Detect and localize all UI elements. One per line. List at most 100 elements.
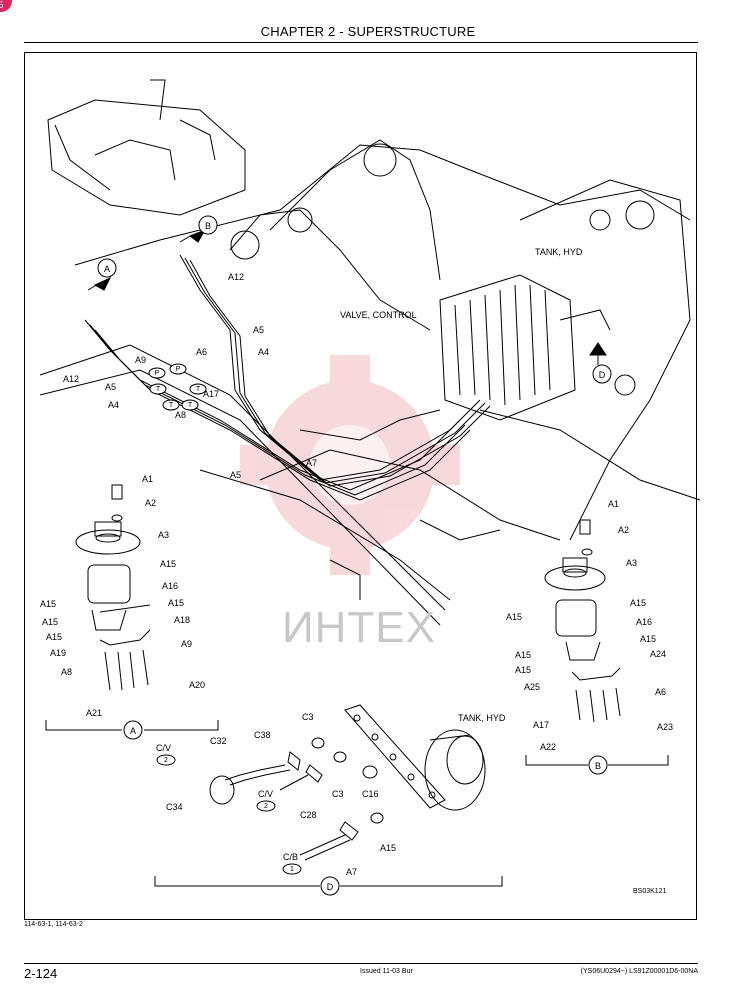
svg-text:P: P [155, 370, 160, 377]
part-label: A9 [135, 355, 146, 365]
svg-text:T: T [156, 386, 161, 393]
part-label: A21 [86, 708, 102, 718]
svg-text:D: D [599, 370, 606, 380]
part-label: A16 [636, 617, 652, 627]
callout-circle-a-main: A [97, 258, 117, 278]
part-label: A8 [175, 410, 186, 420]
part-label: A15 [515, 665, 531, 675]
part-label: A6 [196, 347, 207, 357]
part-label: A15 [46, 632, 62, 642]
part-label: A5 [230, 470, 241, 480]
part-label: A15 [640, 634, 656, 644]
part-label: A4 [108, 400, 119, 410]
part-label: C3 [302, 712, 314, 722]
part-label: C28 [300, 810, 317, 820]
part-label: A15 [630, 598, 646, 608]
svg-text:D: D [327, 882, 334, 892]
part-label: A12 [228, 272, 244, 282]
check-valve-assembly-d [209, 704, 486, 861]
svg-text:2: 2 [264, 803, 268, 810]
figure-reference: 114-63-1, 114-63-2 [24, 921, 83, 928]
callout-circle-b-main: B [198, 215, 218, 235]
part-label: C/V [156, 743, 171, 753]
part-label: C38 [254, 730, 271, 740]
main-part-labels: A12 A5 A4 A6 A9 A17 A12 A5 A4 A8 A7 A5 [63, 272, 317, 480]
svg-text:2: 2 [164, 757, 168, 764]
part-label: C/B [283, 852, 298, 862]
part-label: A23 [657, 722, 673, 732]
part-label: C34 [166, 802, 183, 812]
part-label: C16 [362, 789, 379, 799]
svg-text:T: T [169, 402, 174, 409]
part-label: A16 [162, 581, 178, 591]
part-label: A1 [142, 474, 153, 484]
part-label: A2 [145, 498, 156, 508]
caption-d: D [154, 876, 503, 896]
chapter-header: CHAPTER 2 - SUPERSTRUCTURE [260, 24, 476, 39]
caption-a: A [45, 720, 219, 740]
part-label: A15 [380, 843, 396, 853]
part-label: A15 [160, 559, 176, 569]
part-label: A5 [253, 325, 264, 335]
part-label: A7 [306, 458, 317, 468]
svg-text:P: P [176, 366, 181, 373]
part-label: C/V [258, 789, 273, 799]
part-label: A7 [346, 867, 357, 877]
figure-code: BS03K121 [633, 888, 667, 895]
part-label: A6 [655, 687, 666, 697]
part-label: A19 [50, 648, 66, 658]
svg-text:B: B [595, 761, 601, 771]
tank-hyd-label-d: TANK, HYD [458, 713, 506, 723]
svg-text:A: A [130, 726, 136, 736]
part-label: A25 [524, 682, 540, 692]
part-label: A5 [105, 382, 116, 392]
page-number: 2-124 [24, 966, 58, 981]
issued-date: Issued 11-03 Bur [360, 968, 413, 975]
assembly-d-badges: 2 2 1 [156, 754, 302, 875]
swivel-joint-assembly-b [544, 519, 621, 723]
part-label: A17 [533, 720, 549, 730]
tank-hyd-label: TANK, HYD [535, 247, 583, 257]
hose-bundles [84, 254, 611, 501]
part-label: A20 [189, 680, 205, 690]
callout-circle-d-main: D [592, 364, 612, 384]
valve-control-label: VALVE, CONTROL [340, 310, 417, 320]
svg-text:T: T [188, 402, 193, 409]
part-label: A3 [626, 558, 637, 568]
footer-rule [24, 963, 698, 964]
watermark-text: ИНТЕХ [282, 603, 436, 652]
svg-text:A: A [104, 264, 110, 274]
caption-b: B [525, 755, 669, 775]
part-label: A22 [540, 742, 556, 752]
part-label: A17 [203, 389, 219, 399]
part-label: C3 [332, 789, 344, 799]
part-label: A15 [515, 650, 531, 660]
part-label: A1 [608, 499, 619, 509]
control-valve [439, 274, 576, 421]
part-label: A15 [168, 598, 184, 608]
part-label: A18 [174, 615, 190, 625]
part-label: A4 [258, 347, 269, 357]
part-label: A8 [61, 667, 72, 677]
callout-arrows [87, 228, 607, 365]
part-label: C32 [210, 736, 227, 746]
header-rule [24, 42, 698, 43]
excavator-inset [47, 79, 246, 216]
part-label: A3 [158, 530, 169, 540]
svg-text:B: B [205, 221, 211, 231]
part-label: A15 [40, 599, 56, 609]
pressure-tank-badges: P P T T T T [148, 363, 207, 411]
figure-frame [24, 52, 697, 920]
svg-text:T: T [196, 386, 201, 393]
swivel-joint-assembly-a [75, 484, 151, 691]
part-label: A24 [650, 649, 666, 659]
assembly-b-labels: A1 A2 A3 A15 A15 A16 A15 A15 A24 A15 A25… [506, 499, 673, 752]
part-label: A15 [42, 617, 58, 627]
document-id: (YS06U0294~) LS91Z00001D6-00NA [580, 968, 698, 975]
assembly-a-labels: A1 A2 A3 A15 A16 A15 A15 A18 A15 A15 A9 … [40, 474, 205, 718]
part-label: A9 [181, 639, 192, 649]
part-label: A2 [618, 525, 629, 535]
part-label: A15 [506, 612, 522, 622]
assembly-d-labels: C3 C38 C/V C32 C34 C/V C28 C3 C16 A15 C/… [156, 712, 506, 877]
